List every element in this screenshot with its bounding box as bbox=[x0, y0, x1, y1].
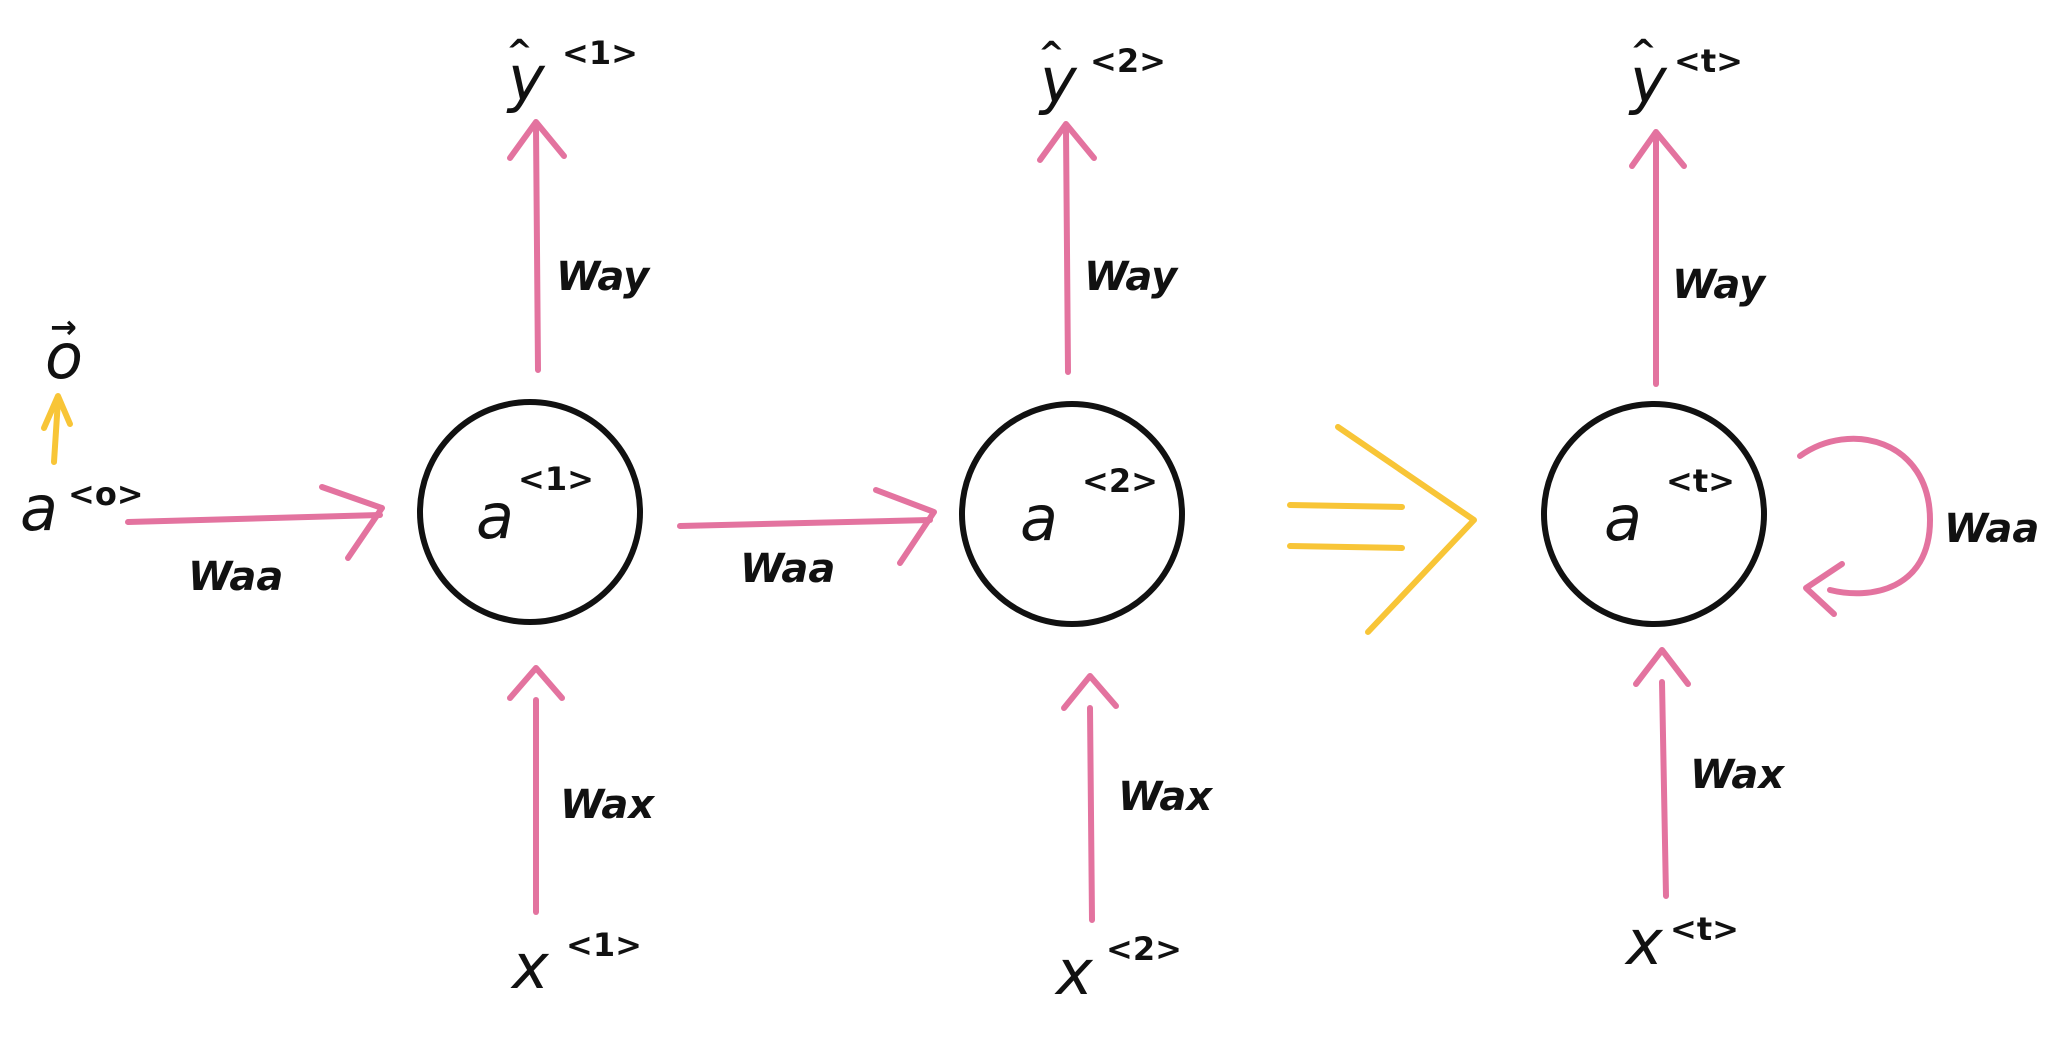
self-loop-arrow-arc bbox=[1797, 435, 1933, 597]
cell-2-input-arrow-head bbox=[1061, 673, 1119, 711]
x2-base: x bbox=[1054, 936, 1094, 1009]
cell-t-sup: <t> bbox=[1666, 462, 1735, 500]
cell-1-output-arrow-shaft bbox=[533, 125, 541, 373]
a1-to-a2-arrow-shaft bbox=[677, 517, 933, 529]
y1-hat: ^ bbox=[506, 32, 533, 70]
wax-label-2: Wax bbox=[1118, 774, 1213, 820]
a0-base: a bbox=[20, 472, 58, 545]
way-label-2: Way bbox=[1084, 254, 1179, 300]
cell-2-base: a bbox=[1020, 482, 1058, 555]
wax-label-1: Wax bbox=[560, 782, 655, 828]
cell-2-circle bbox=[959, 401, 1185, 627]
y1-sup: <1> bbox=[562, 34, 638, 72]
self-loop-arrow-head bbox=[1803, 561, 1845, 617]
cell-1-output-arrow-head bbox=[507, 119, 567, 161]
init-arrow-head bbox=[41, 393, 73, 431]
implies-arrow bbox=[1287, 424, 1477, 635]
cell-2-output-arrow-shaft bbox=[1063, 127, 1071, 375]
cell-1-base: a bbox=[476, 480, 514, 553]
wax-label-t: Wax bbox=[1690, 752, 1785, 798]
cell-2-input-arrow-shaft bbox=[1087, 705, 1095, 923]
waa-label-1: Waa bbox=[188, 554, 283, 600]
a0-to-a1-arrow-shaft bbox=[125, 512, 383, 525]
rnn-cell-1: a <1> Way ^ y <1> Wax x <1> bbox=[417, 32, 655, 1003]
x1-base: x bbox=[510, 930, 550, 1003]
cell-1-sup: <1> bbox=[518, 460, 594, 498]
cell-1-circle bbox=[417, 399, 643, 625]
waa-label-self: Waa bbox=[1944, 506, 2039, 552]
yt-hat: ^ bbox=[1630, 32, 1657, 70]
cell-t-input-arrow-shaft bbox=[1659, 679, 1669, 899]
xt-sup: <t> bbox=[1670, 910, 1739, 948]
y1-base: y bbox=[506, 42, 546, 115]
yt-sup: <t> bbox=[1674, 42, 1743, 80]
implies-line-top bbox=[1287, 502, 1405, 510]
cell-t-base: a bbox=[1604, 482, 1642, 555]
way-label-t: Way bbox=[1672, 262, 1767, 308]
xt-base: x bbox=[1624, 906, 1664, 979]
y2-sup: <2> bbox=[1090, 42, 1166, 80]
initial-state: a <o> o → bbox=[20, 308, 144, 545]
y2-hat: ^ bbox=[1038, 34, 1065, 72]
zero-vector-mark: → bbox=[50, 308, 77, 346]
cell-t-output-arrow-head bbox=[1629, 129, 1687, 169]
x2-sup: <2> bbox=[1106, 930, 1182, 968]
yt-base: y bbox=[1628, 44, 1668, 117]
zero-vector-base: o bbox=[45, 320, 83, 393]
x1-sup: <1> bbox=[566, 926, 642, 964]
implies-line-bottom bbox=[1287, 543, 1405, 551]
a1-to-a2-arrow-head bbox=[873, 487, 937, 566]
cell-1-input-arrow-head bbox=[507, 665, 565, 701]
way-label-1: Way bbox=[556, 254, 651, 300]
cell-2-sup: <2> bbox=[1082, 462, 1158, 500]
cell-t-input-arrow-head bbox=[1633, 647, 1691, 687]
a0-to-a1-arrow-head bbox=[319, 484, 385, 561]
cell-t-circle bbox=[1541, 401, 1767, 627]
y2-base: y bbox=[1038, 44, 1078, 117]
cell-2-output-arrow-head bbox=[1037, 121, 1097, 163]
rnn-cell-t: a <t> Way ^ y <t> Wax x <t> Waa bbox=[1541, 32, 2039, 979]
init-arrow-shaft bbox=[51, 397, 61, 465]
implies-head bbox=[1335, 424, 1477, 635]
waa-label-2: Waa bbox=[740, 546, 835, 592]
a0-sup: <o> bbox=[68, 475, 144, 513]
rnn-cell-2: a <2> Way ^ y <2> Wax x <2> bbox=[959, 34, 1213, 1009]
